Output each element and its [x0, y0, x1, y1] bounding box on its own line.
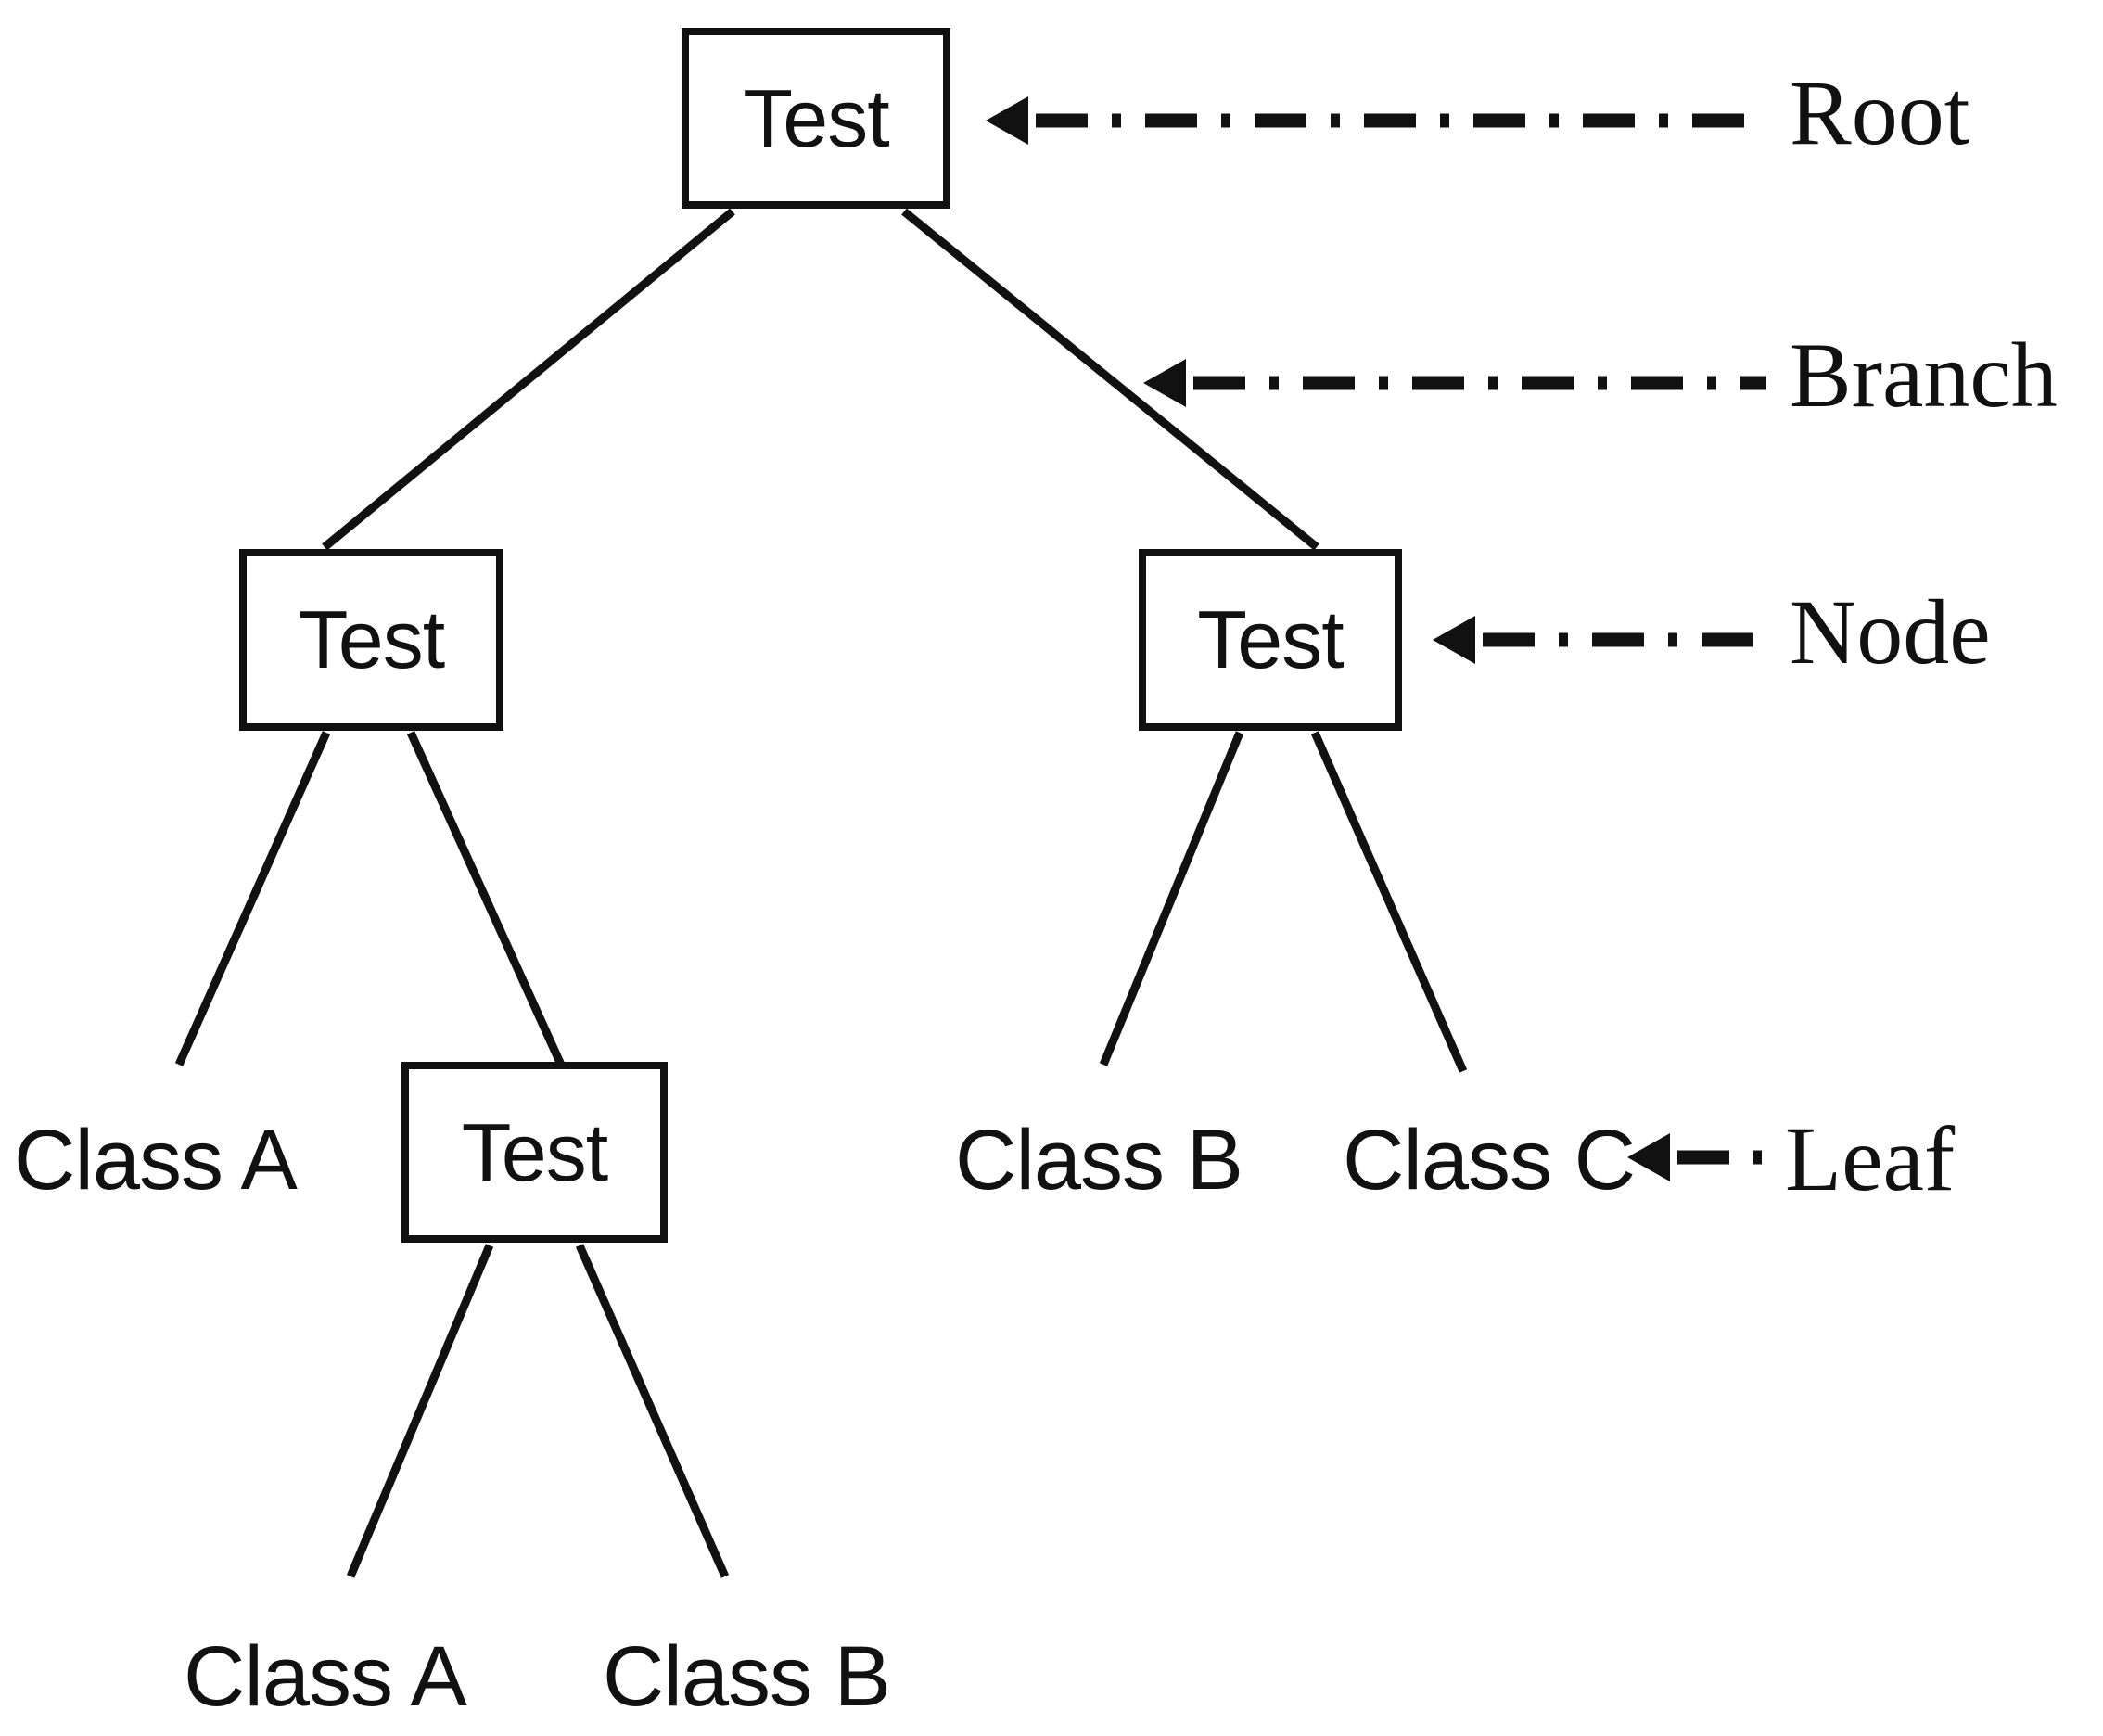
root-annot-arrow	[986, 96, 1766, 145]
annotation-arrow-layer	[986, 96, 1766, 1181]
node-label-left: Test	[298, 594, 445, 685]
edge-left-inner	[406, 731, 566, 1066]
annotation-label-root: Root	[1790, 61, 1970, 164]
annotation-label-leaf: Leaf	[1785, 1107, 1956, 1210]
leaf-annot-arrow	[1627, 1133, 1762, 1181]
leaf-label-class-b-right: Class B	[955, 1113, 1243, 1207]
node-label-root: Test	[743, 71, 889, 164]
node-label-right: Test	[1197, 594, 1344, 685]
node-annot-arrow	[1433, 616, 1766, 664]
edge-layer	[174, 208, 1468, 1578]
leaf-label-class-c-right: Class C	[1343, 1113, 1636, 1207]
node-label-inner: Test	[461, 1105, 608, 1198]
edge-left-leafa	[174, 731, 331, 1066]
edge-right-leafc	[1310, 731, 1468, 1073]
leaf-label-class-b-bottom: Class B	[603, 1629, 891, 1724]
edge-inner-leafa	[346, 1244, 494, 1578]
annotation-label-node: Node	[1790, 581, 1991, 683]
edge-right-leafb	[1099, 731, 1244, 1066]
edge-root-left	[322, 208, 735, 551]
node-box-inner[interactable]: Test	[401, 1062, 668, 1243]
edge-root-right	[901, 208, 1319, 551]
leaf-label-class-a-bottom: Class A	[184, 1629, 467, 1724]
leaf-label-class-a-left: Class A	[14, 1113, 298, 1207]
node-box-right[interactable]: Test	[1139, 549, 1402, 731]
node-box-left[interactable]: Test	[239, 549, 503, 731]
node-box-root[interactable]: Test	[682, 28, 950, 209]
edge-inner-leafb	[575, 1244, 730, 1578]
annotation-label-branch: Branch	[1790, 324, 2058, 427]
branch-annot-arrow	[1143, 359, 1766, 407]
